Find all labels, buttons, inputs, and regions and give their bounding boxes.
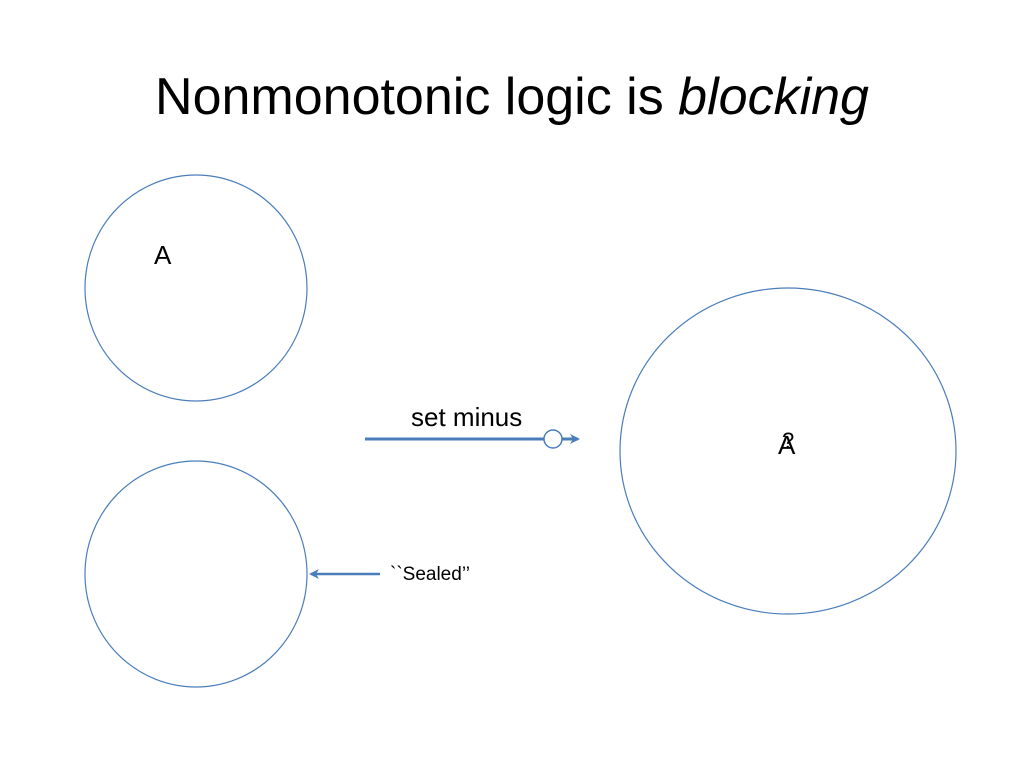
title-emphasis: blocking bbox=[678, 68, 869, 126]
sealed-label: ``Sealed’’ bbox=[390, 564, 470, 585]
circle-right-overlay-label: ? bbox=[782, 428, 795, 453]
circle-top-left bbox=[84, 174, 308, 402]
circle-right bbox=[619, 287, 957, 615]
circle-right-label: A bbox=[778, 430, 796, 460]
title-text: Nonmonotonic logic is bbox=[155, 68, 679, 126]
circle-top-left-label: A bbox=[154, 240, 172, 270]
slide-title: Nonmonotonic logic is blocking bbox=[0, 62, 1024, 132]
set-minus-arrow-knob bbox=[543, 429, 563, 449]
set-minus-label: set minus bbox=[411, 402, 523, 432]
circle-bottom-left bbox=[84, 460, 308, 688]
